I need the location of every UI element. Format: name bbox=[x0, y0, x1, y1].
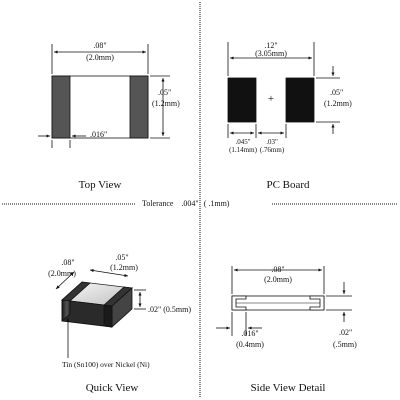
pc-board-pad-mm: (1.14mm) bbox=[229, 146, 257, 154]
top-view-caption: Top View bbox=[78, 179, 122, 191]
quick-view-finish-note: Tin (Sn100) over Nickel (Ni) bbox=[62, 360, 150, 369]
pc-board-drawing bbox=[227, 42, 340, 138]
pc-board-gap-in: .03" bbox=[266, 138, 278, 146]
pc-board-height-mm: (1.2mm) bbox=[324, 99, 352, 108]
side-view-drawing bbox=[216, 266, 352, 336]
tolerance-label-text: Tolerance bbox=[142, 199, 174, 208]
quick-view-drawing bbox=[55, 268, 146, 358]
tolerance-value-in: .004" bbox=[181, 199, 199, 208]
pc-board-gap-mm: (.76mm) bbox=[259, 146, 285, 154]
quick-view-length-mm: (2.0mm) bbox=[48, 269, 76, 278]
side-view-terminal-mm: (0.4mm) bbox=[236, 340, 264, 349]
side-view-length-in: .08" bbox=[271, 265, 285, 274]
top-view-terminal-right bbox=[129, 75, 149, 139]
quick-view-width-mm: (1.2mm) bbox=[110, 263, 138, 272]
top-view-width-in: .08" bbox=[93, 41, 107, 50]
side-view-terminal-in: .016" bbox=[241, 329, 259, 338]
top-view-terminal-in: .016" bbox=[90, 130, 108, 139]
quick-view-cap-right-front bbox=[103, 304, 113, 328]
pc-board-span-mm: (3.05mm) bbox=[255, 49, 287, 58]
side-view-caption: Side View Detail bbox=[250, 382, 326, 394]
pc-board-height-in: .05" bbox=[330, 88, 344, 97]
side-view-terminal-right bbox=[309, 295, 325, 311]
pc-board-span-in: .12" bbox=[264, 41, 278, 50]
pc-board-center-mark: + bbox=[267, 93, 275, 105]
top-view-terminal-left bbox=[51, 75, 71, 139]
quick-view-width-in: .05" bbox=[115, 253, 129, 262]
side-view-thickness-mm: (.5mm) bbox=[333, 340, 357, 349]
top-view-width-mm: (2.0mm) bbox=[86, 53, 114, 62]
side-view-thickness-in: .02" bbox=[339, 328, 353, 337]
top-view-height-mm: (1.2mm) bbox=[152, 99, 180, 108]
pc-board-caption: PC Board bbox=[266, 179, 310, 191]
pc-board-pad-left bbox=[227, 77, 257, 123]
side-view-terminal-left bbox=[231, 295, 247, 311]
top-view-height-in: .05" bbox=[158, 88, 172, 97]
top-view-drawing bbox=[38, 44, 170, 148]
side-view-length-mm: (2.0mm) bbox=[264, 275, 292, 284]
pc-board-pad-right bbox=[285, 77, 315, 123]
tolerance-value-mm: ( .1mm) bbox=[203, 199, 230, 208]
quick-view-length-in: .08" bbox=[61, 258, 75, 267]
quick-view-thickness: .02" (0.5mm) bbox=[148, 305, 192, 314]
pc-board-pad-in: .045" bbox=[235, 138, 251, 146]
quick-view-cap-left-top bbox=[61, 281, 91, 302]
quick-view-caption: Quick View bbox=[85, 382, 139, 394]
tolerance-label: Tolerance .004" ( .1mm) bbox=[142, 200, 229, 208]
